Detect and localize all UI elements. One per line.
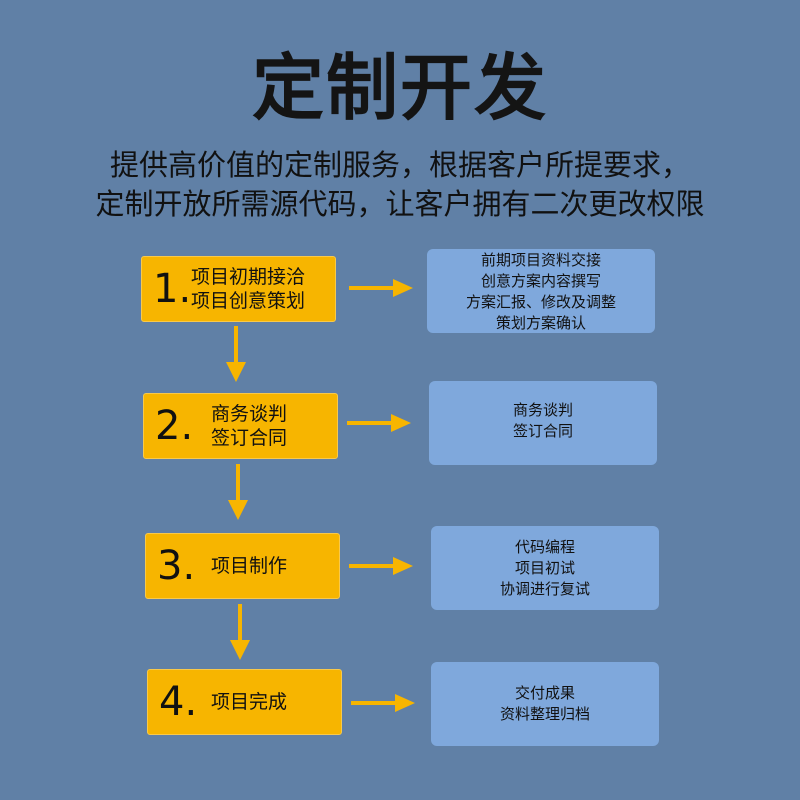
detail-item: 方案汇报、修改及调整 — [465, 293, 616, 311]
step-label: 项目初期接洽 — [191, 266, 306, 288]
down-arrow-icon — [230, 604, 250, 660]
detail-item: 协调进行复试 — [499, 580, 590, 598]
detail-item: 签订合同 — [512, 422, 573, 440]
detail-item: 资料整理归档 — [499, 705, 590, 723]
right-arrow-icon — [347, 414, 411, 432]
step-labels: 项目初期接洽 项目创意策划 — [191, 257, 305, 321]
step-number: 2. — [155, 403, 194, 449]
step-number: 4. — [159, 679, 198, 725]
step-box-4: 4. 项目完成 — [147, 669, 342, 735]
detail-item: 前期项目资料交接 — [480, 251, 601, 269]
detail-box-4: 交付成果 资料整理归档 — [431, 662, 659, 746]
step-label: 项目制作 — [211, 555, 288, 577]
step-label: 签订合同 — [211, 427, 288, 449]
detail-item: 策划方案确认 — [495, 314, 586, 332]
step-label: 商务谈判 — [211, 403, 288, 425]
detail-box-1: 前期项目资料交接 创意方案内容撰写 方案汇报、修改及调整 策划方案确认 — [427, 249, 655, 333]
detail-item: 创意方案内容撰写 — [480, 272, 601, 290]
step-label: 项目完成 — [211, 691, 288, 713]
step-labels: 项目完成 — [211, 670, 287, 734]
detail-box-3: 代码编程 项目初试 协调进行复试 — [431, 526, 659, 610]
detail-item: 交付成果 — [514, 684, 575, 702]
subtitle-line-1: 提供高价值的定制服务，根据客户所提要求， — [109, 148, 690, 182]
detail-box-2: 商务谈判 签订合同 — [429, 381, 657, 465]
step-box-3: 3. 项目制作 — [145, 533, 340, 599]
right-arrow-icon — [351, 694, 415, 712]
right-arrow-icon — [349, 557, 413, 575]
step-number: 1. — [153, 266, 192, 312]
down-arrow-icon — [228, 464, 248, 520]
step-box-1: 1. 项目初期接洽 项目创意策划 — [141, 256, 336, 322]
step-number: 3. — [157, 543, 196, 589]
detail-item: 项目初试 — [514, 559, 575, 577]
page-title: 定制开发 — [251, 46, 548, 130]
right-arrow-icon — [349, 279, 413, 297]
step-labels: 商务谈判 签订合同 — [211, 394, 287, 458]
step-labels: 项目制作 — [211, 534, 287, 598]
step-box-2: 2. 商务谈判 签订合同 — [143, 393, 338, 459]
subtitle-line-2: 定制开放所需源代码，让客户拥有二次更改权限 — [95, 187, 705, 221]
detail-item: 代码编程 — [514, 538, 575, 556]
step-label: 项目创意策划 — [191, 290, 306, 312]
down-arrow-icon — [226, 326, 246, 382]
detail-item: 商务谈判 — [512, 401, 573, 419]
